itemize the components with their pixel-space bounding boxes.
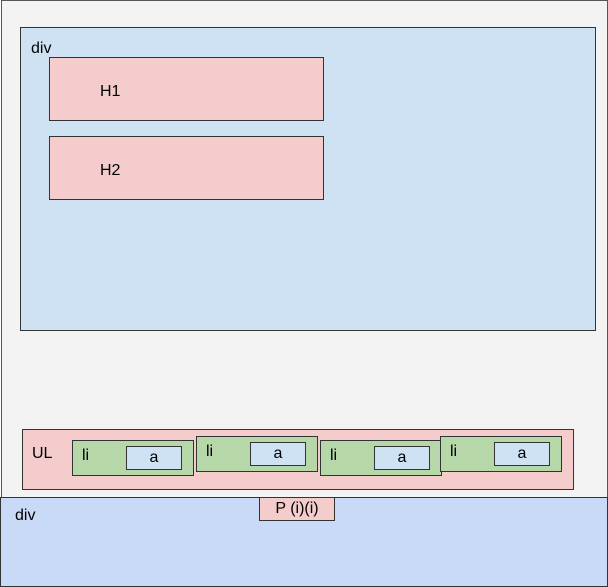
bottom-div-label: div [15,507,36,524]
link-label: a [149,449,159,466]
list-item-label: li [330,447,338,464]
list-item-4: li a [440,436,562,472]
link-box-2: a [250,442,306,466]
list-item-label: li [450,443,458,460]
link-label: a [397,449,407,466]
h1-label: H1 [100,83,121,100]
paragraph-box: P (i)(i) [259,497,335,521]
top-div-label: div [31,40,52,57]
link-box-1: a [126,446,182,470]
list-item-2: li a [196,436,318,472]
list-item-label: li [206,443,214,460]
ul-label: UL [32,445,53,462]
h2-label: H2 [100,162,121,179]
link-label: a [517,445,527,462]
h2-box: H2 [49,136,324,200]
list-item-label: li [82,447,90,464]
link-box-4: a [494,442,550,466]
paragraph-label: P (i)(i) [275,500,319,517]
list-item-3: li a [320,440,442,476]
link-box-3: a [374,446,430,470]
list-item-1: li a [72,440,194,476]
h1-box: H1 [49,57,324,121]
link-label: a [273,445,283,462]
